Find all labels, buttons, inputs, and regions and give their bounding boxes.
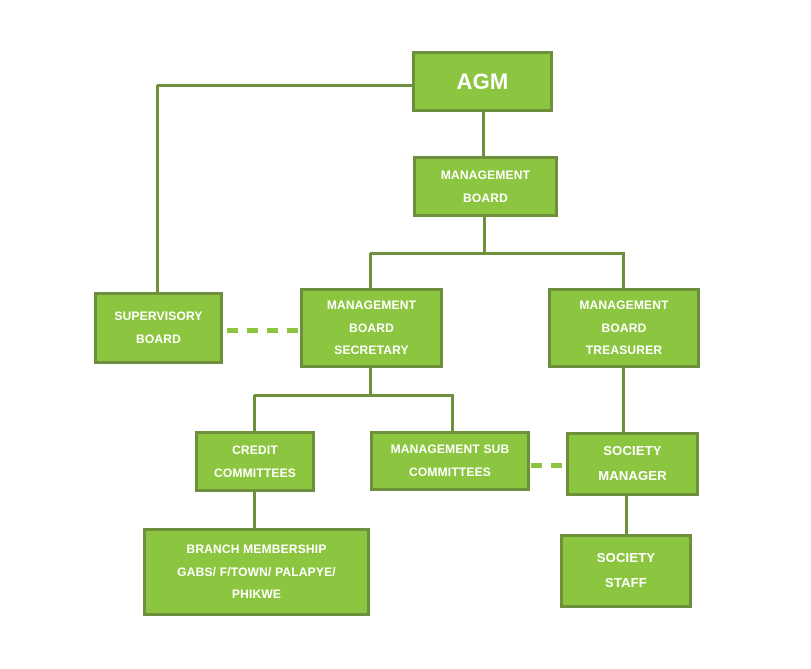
node-supervisory-board: SUPERVISORY BOARD <box>94 292 223 364</box>
node-label: AGM <box>456 68 509 94</box>
node-agm: AGM <box>412 51 553 112</box>
node-management-sub-committees: MANAGEMENT SUB COMMITTEES <box>370 431 530 491</box>
connector-rail-to-treasurer <box>621 253 625 289</box>
connector-agm-to-supervisory-vertical <box>155 85 159 293</box>
node-label: MANAGEMENT <box>326 297 417 312</box>
node-label: BOARD <box>349 320 394 335</box>
node-society-staff: SOCIETY STAFF <box>560 534 692 608</box>
connector-rail-to-credit-committees <box>252 395 256 432</box>
node-label: BOARD <box>136 332 181 346</box>
connector-sub-committees-to-manager-dashed <box>531 462 565 468</box>
node-label: MANAGEMENT <box>440 167 531 182</box>
connector-agm-to-management-board <box>481 111 485 157</box>
node-label: SUPERVISORY <box>114 309 203 324</box>
node-label: PHIKWE <box>231 587 282 602</box>
node-branch-membership: BRANCH MEMBERSHIP GABS/ F/TOWN/ PALAPYE/P… <box>143 528 370 616</box>
node-label: TREASURER <box>585 343 663 358</box>
connector-secretary-rail <box>254 393 454 397</box>
node-label: BRANCH MEMBERSHIP <box>186 541 327 556</box>
node-credit-committees: CREDIT COMMITTEES <box>195 431 315 492</box>
node-label: COMMITTEES <box>214 465 296 480</box>
connector-management-board-stem <box>482 216 486 254</box>
connector-credit-to-branch-membership <box>252 491 256 529</box>
node-label: BOARD <box>463 190 508 205</box>
connector-management-board-rail <box>370 251 625 255</box>
node-label: SECRETARY <box>334 343 409 358</box>
connector-society-manager-to-staff <box>624 495 628 535</box>
connector-rail-to-secretary <box>368 253 372 289</box>
node-label: STAFF <box>605 575 647 590</box>
node-label: SOCIETY <box>596 550 656 566</box>
connector-agm-to-supervisory-horizontal <box>157 83 413 87</box>
connector-supervisory-to-secretary-dashed <box>227 327 299 333</box>
node-society-manager: SOCIETY MANAGER <box>566 432 699 496</box>
node-label: SOCIETY <box>603 443 662 459</box>
node-label: MANAGEMENT <box>579 297 669 312</box>
node-label: MANAGER <box>598 468 667 483</box>
connector-treasurer-to-society-manager <box>621 367 625 433</box>
node-label: CREDIT <box>232 442 278 457</box>
connector-secretary-stem <box>368 367 372 396</box>
connector-rail-to-sub-committees <box>450 395 454 432</box>
node-management-board: MANAGEMENT BOARD <box>413 156 558 217</box>
node-label: BOARD <box>601 320 647 335</box>
node-management-board-treasurer: MANAGEMENT BOARD TREASURER <box>548 288 700 368</box>
node-management-board-secretary: MANAGEMENT BOARD SECRETARY <box>300 288 443 368</box>
node-label: MANAGEMENT SUB <box>390 442 510 457</box>
node-label: COMMITTEES <box>409 465 491 479</box>
node-label: GABS/ F/TOWN/ PALAPYE/ <box>177 564 336 579</box>
